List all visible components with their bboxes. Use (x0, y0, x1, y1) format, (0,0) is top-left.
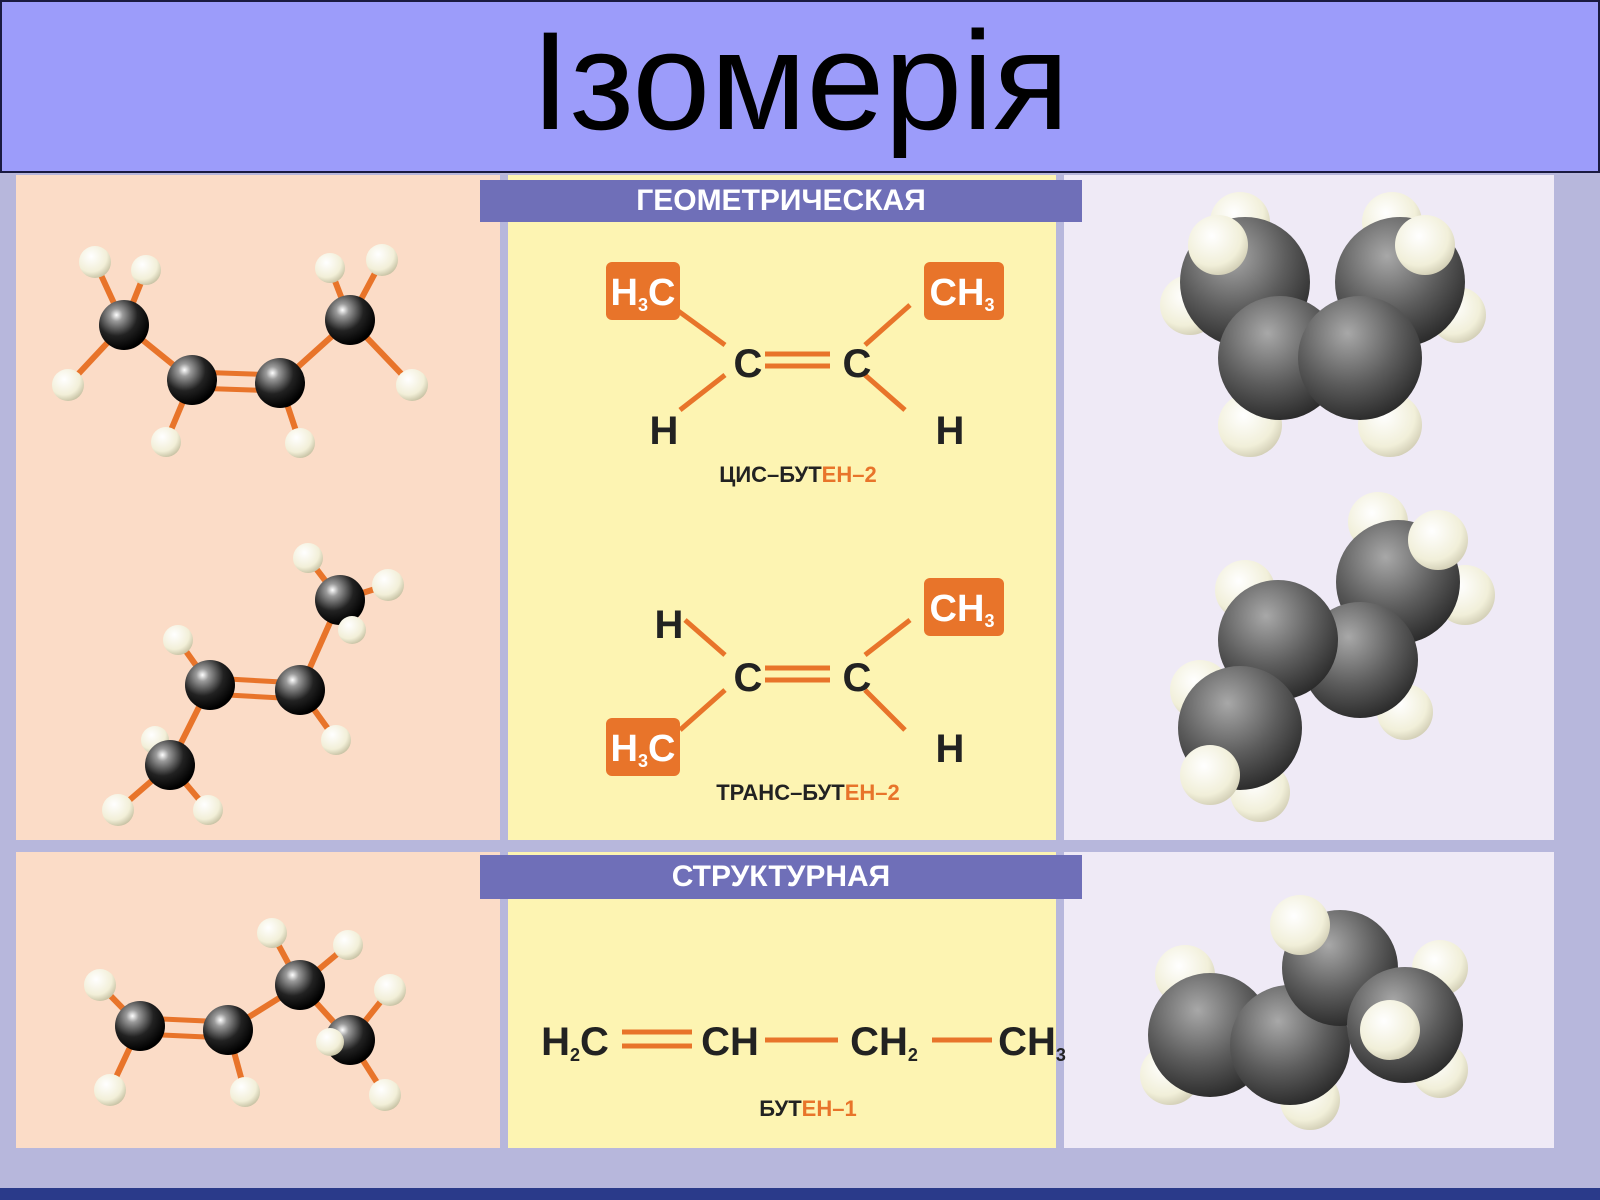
group-h3c-trans: H3C (611, 728, 676, 771)
carbon-right-cis: C (843, 342, 872, 386)
page-title: Ізомерія (530, 1, 1070, 159)
group-ch3-butene-1: CH3 (998, 1020, 1066, 1065)
ball-stick-butene-1-atoms (84, 918, 406, 1111)
caption-butene-1: БУТЕН–1 (759, 1096, 856, 1121)
formula-panel-structural (508, 852, 1056, 1148)
group-box-h3c-trans (606, 718, 680, 776)
section-label-geometric: ГЕОМЕТРИЧЕСКАЯ (480, 180, 1082, 222)
title-bar: Ізомерія (0, 0, 1600, 173)
group-ch3-trans: CH3 (930, 588, 995, 631)
caption-trans-butene-2: ТРАНС–БУТЕН–2 (716, 780, 900, 805)
ball-stick-cis-atoms (52, 244, 428, 458)
carbon-left-cis: C (734, 342, 763, 386)
formula-cis-bonds (668, 302, 912, 412)
caption-cis-butene-2: ЦИС–БУТЕН–2 (719, 462, 876, 487)
formula-cis-butene-2: H3C CH3 C C H H ЦИС–БУТЕН–2 (606, 262, 1004, 487)
carbon-right-trans: C (843, 656, 872, 700)
hydrogen-top-left-trans: H (655, 603, 684, 647)
group-box-h3c-cis (606, 262, 680, 320)
formula-butene-1: H2C CH CH2 CH3 БУТЕН–1 (541, 1020, 1066, 1121)
group-ch3-cis: CH3 (930, 272, 995, 315)
ball-stick-trans-atoms (102, 543, 404, 826)
group-box-ch3-cis (924, 262, 1004, 320)
space-filling-cis-butene-2 (1160, 192, 1486, 457)
hydrogen-left-cis: H (650, 409, 679, 453)
group-h3c-cis: H3C (611, 272, 676, 315)
group-ch-butene-1: CH (701, 1020, 759, 1064)
space-filling-butene-1 (1140, 895, 1468, 1130)
group-h2c-butene-1: H2C (541, 1020, 609, 1065)
bottom-strip (0, 1188, 1600, 1200)
group-box-ch3-trans (924, 578, 1004, 636)
ball-stick-panel-geometric (16, 175, 500, 840)
hydrogen-bottom-right-trans: H (936, 727, 965, 771)
formula-butene-1-bonds (622, 1029, 992, 1049)
space-filling-trans-butene-2 (1170, 492, 1495, 822)
hydrogen-right-cis: H (936, 409, 965, 453)
section-label-structural: СТРУКТУРНАЯ (480, 855, 1082, 899)
carbon-left-trans: C (734, 656, 763, 700)
formula-trans-bonds (678, 618, 912, 732)
formula-trans-butene-2: H CH3 C C H3C H ТРАНС–БУТЕН–2 (606, 578, 1004, 805)
ball-stick-cis-butene-2 (65, 258, 415, 444)
group-ch2-butene-1: CH2 (850, 1020, 918, 1065)
